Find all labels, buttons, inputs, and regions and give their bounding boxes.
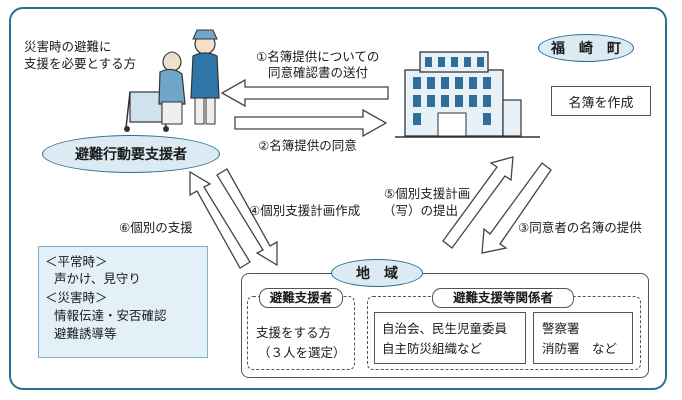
people-caption-line1: 災害時の避難に [24,39,112,54]
requirer-label: 避難行動要支援者 [75,147,187,163]
disaster-line2: 避難誘導等 [54,326,117,341]
normal-title: ＜平常時＞ [45,254,108,269]
group2-line2: 消防署 など [542,341,618,356]
related-group2-box: 警察署 消防署 など [533,312,633,364]
step5-line2: （写）の提出 [383,203,459,218]
disaster-line1: 情報伝達・安否確認 [54,308,167,323]
related-title: 避難支援等関係者 [452,290,553,305]
region-title-oval: 地 域 [331,259,423,287]
supporter-title: 避難支援者 [269,290,333,305]
group2-line1: 警察署 [542,321,580,336]
supporter-line1: 支援をする方 [256,325,332,340]
arrow-step1 [220,78,389,108]
arrow-step4 [216,168,278,267]
town-action: 名簿を作成 [568,95,634,111]
step4-text: ④個別支援計画作成 [249,203,361,218]
arrow-step5 [442,156,514,249]
arrow-step6 [189,170,251,269]
region-title: 地 域 [356,266,398,282]
step5-line1: ⑤個別支援計画 [384,186,471,201]
related-group1-box: 自治会、民生児童委員 自主防災組織など [374,312,526,364]
step3-text: ③同意者の名簿の提供 [518,220,642,235]
support-box: ＜平常時＞ 声かけ、見守り ＜災害時＞ 情報伝達・安否確認 避難誘導等 [38,246,208,358]
town-name-oval: 福 崎 町 [538,34,634,62]
related-title-box: 避難支援等関係者 [432,288,574,308]
town-action-box: 名簿を作成 [551,86,651,116]
group1-line1: 自治会、民生児童委員 [382,321,508,336]
arrow-step2 [234,108,388,138]
step6-text: ⑥個別の支援 [119,220,193,235]
supporter-title-box: 避難支援者 [259,288,343,308]
disaster-title: ＜災害時＞ [45,290,108,305]
town-name: 福 崎 町 [551,41,621,57]
normal-text: 声かけ、見守り [54,271,141,286]
requirer-oval: 避難行動要支援者 [42,135,220,173]
step1-line1: ①名簿提供についての [256,49,380,64]
arrow-step3 [481,162,552,254]
supporter-line2: （３人を選定） [258,345,346,360]
step1-line2: 同意確認書の送付 [268,65,369,80]
group1-line2: 自主防災組織など [382,341,483,356]
people-caption-line2: 支援を必要とする方 [24,56,137,71]
step2-text: ②名簿提供の同意 [258,138,357,153]
